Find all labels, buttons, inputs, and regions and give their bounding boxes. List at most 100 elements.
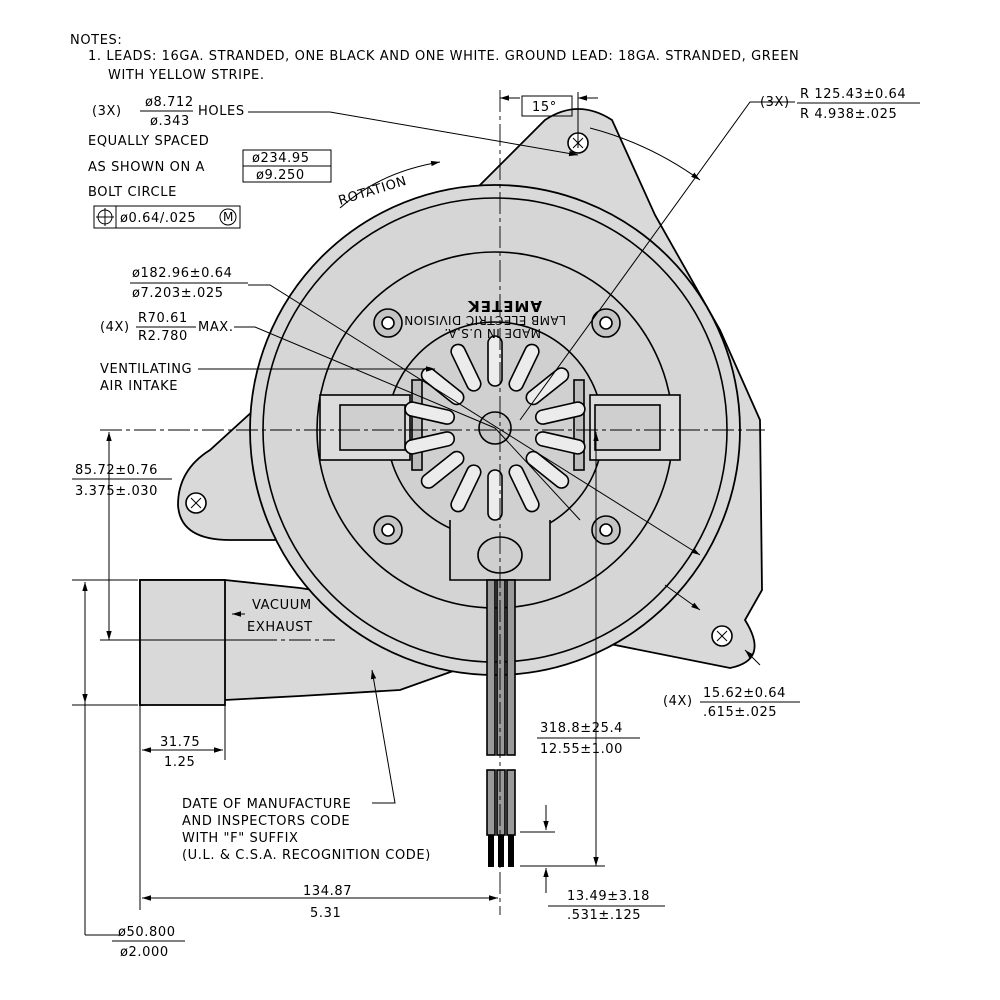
outlet-dia-mm: ø50.800 bbox=[118, 925, 176, 940]
overall-width-callout: 134.87 5.31 bbox=[303, 884, 352, 921]
holes-word: HOLES bbox=[198, 104, 245, 119]
vent-slot bbox=[450, 343, 482, 392]
outlet-dia-callout: ø50.800 ø2.000 bbox=[112, 925, 185, 960]
holes-callout: (3X) ø8.712 ø.343 HOLES EQUALLY SPACED A… bbox=[88, 95, 332, 229]
brush-holder-left bbox=[319, 379, 423, 471]
spacing-mm: 15.62±0.64 bbox=[703, 686, 786, 701]
holes-line-1: EQUALLY SPACED bbox=[88, 134, 209, 149]
lead-length-callout: 318.8±25.4 12.55±1.00 bbox=[537, 721, 640, 757]
lead-length-in: 12.55±1.00 bbox=[540, 742, 623, 757]
angle-callout: 15° bbox=[521, 95, 573, 117]
brand-marking: AMETEK LAMB ELECTRIC DIVISION MADE IN U.… bbox=[404, 297, 566, 340]
mounting-hole-icon bbox=[711, 625, 733, 647]
brush-holder-right bbox=[573, 379, 681, 471]
height-callout: 85.72±0.76 3.375±.030 bbox=[72, 463, 172, 499]
inner-radius-mm: R70.61 bbox=[138, 311, 188, 326]
spacing-qty: (4X) bbox=[663, 694, 693, 709]
holes-qty: (3X) bbox=[92, 104, 122, 119]
lead-wires bbox=[486, 579, 516, 867]
vent-slot bbox=[508, 343, 540, 392]
brand-line-1: LAMB ELECTRIC DIVISION bbox=[404, 313, 566, 327]
date-note-line-2: AND INSPECTORS CODE bbox=[182, 814, 350, 829]
overall-width-in: 5.31 bbox=[310, 906, 341, 921]
exhaust-line-2: EXHAUST bbox=[247, 620, 313, 635]
center-lines bbox=[100, 90, 765, 915]
spacing-in: .615±.025 bbox=[703, 705, 777, 720]
inner-radius-qty: (4X) bbox=[100, 320, 130, 335]
inner-radius-suffix: MAX. bbox=[198, 320, 234, 335]
exhaust-outlet bbox=[139, 579, 226, 706]
screw-icon bbox=[591, 515, 621, 545]
vent-slot bbox=[404, 401, 456, 425]
screw-icon bbox=[591, 308, 621, 338]
exhaust-callout: VACUUM EXHAUST bbox=[247, 598, 313, 635]
vent-slot bbox=[508, 464, 540, 513]
vent-slot bbox=[487, 335, 503, 387]
position-tolerance: ø0.64/.025 bbox=[120, 211, 196, 226]
body-dia-in: ø7.203±.025 bbox=[132, 286, 224, 301]
note-1-line-2: WITH YELLOW STRIPE. bbox=[108, 68, 265, 83]
outer-radius-in: R 4.938±.025 bbox=[800, 107, 897, 122]
mmc-modifier: M bbox=[223, 210, 234, 224]
date-note-line-1: DATE OF MANUFACTURE bbox=[182, 797, 351, 812]
exhaust-line-1: VACUUM bbox=[252, 598, 312, 613]
ventilating-line-1: VENTILATING bbox=[100, 362, 192, 377]
rotation-label: ROTATION bbox=[337, 174, 409, 209]
screw-icon bbox=[373, 515, 403, 545]
vent-slots bbox=[404, 335, 586, 521]
vent-slot bbox=[420, 450, 465, 489]
lead-length-mm: 318.8±25.4 bbox=[540, 721, 623, 736]
strip-length-mm: 13.49±3.18 bbox=[567, 889, 650, 904]
date-note-line-3: WITH "F" SUFFIX bbox=[182, 831, 299, 846]
position-tolerance-frame bbox=[93, 205, 241, 229]
angle-value: 15° bbox=[532, 100, 557, 115]
vent-slot bbox=[525, 367, 570, 406]
note-1-line-1: 1. LEADS: 16GA. STRANDED, ONE BLACK AND … bbox=[88, 49, 799, 64]
height-in: 3.375±.030 bbox=[75, 484, 158, 499]
brand-line-2: MADE IN U.S.A. bbox=[444, 326, 541, 340]
mounting-hole-icon bbox=[185, 492, 207, 514]
bolt-circle-in: ø9.250 bbox=[256, 168, 305, 183]
exhaust-length-in: 1.25 bbox=[164, 755, 195, 770]
inner-radius-in: R2.780 bbox=[138, 329, 188, 344]
notes-heading: NOTES: bbox=[70, 33, 122, 48]
notes-block: NOTES: 1. LEADS: 16GA. STRANDED, ONE BLA… bbox=[70, 33, 799, 83]
vent-slot bbox=[404, 431, 456, 455]
inner-radius-callout: (4X) R70.61 R2.780 MAX. bbox=[100, 311, 234, 344]
mmc-symbol-icon bbox=[219, 208, 237, 226]
outer-radius-callout: (3X) R 125.43±0.64 R 4.938±.025 bbox=[760, 87, 920, 122]
holes-line-3: BOLT CIRCLE bbox=[88, 185, 177, 200]
exhaust-length-callout: 31.75 1.25 bbox=[160, 735, 200, 770]
ventilating-line-2: AIR INTAKE bbox=[100, 379, 178, 394]
vent-slot bbox=[487, 469, 503, 521]
strip-length-callout: 13.49±3.18 .531±.125 bbox=[548, 889, 665, 923]
holes-dia-in: ø.343 bbox=[150, 114, 190, 129]
outer-radius-qty: (3X) bbox=[760, 95, 790, 110]
vent-slot bbox=[420, 367, 465, 406]
body-dia-mm: ø182.96±0.64 bbox=[132, 266, 232, 281]
holes-line-2: AS SHOWN ON A bbox=[88, 160, 205, 175]
screw-icon bbox=[373, 308, 403, 338]
overall-width-mm: 134.87 bbox=[303, 884, 352, 899]
screws bbox=[373, 308, 621, 545]
vent-slot bbox=[534, 401, 586, 425]
blower-housing bbox=[139, 108, 763, 867]
holes-dia-mm: ø8.712 bbox=[145, 95, 194, 110]
body-dia-callout: ø182.96±0.64 ø7.203±.025 bbox=[130, 266, 248, 301]
bolt-circle-mm: ø234.95 bbox=[252, 151, 310, 166]
ventilating-callout: VENTILATING AIR INTAKE bbox=[100, 362, 192, 394]
spacing-callout: (4X) 15.62±0.64 .615±.025 bbox=[663, 686, 800, 720]
exhaust-length-mm: 31.75 bbox=[160, 735, 200, 750]
vent-slot bbox=[534, 431, 586, 455]
brand-name: AMETEK bbox=[467, 297, 542, 315]
date-note-line-4: (U.L. & C.S.A. RECOGNITION CODE) bbox=[182, 848, 431, 863]
outlet-dia-in: ø2.000 bbox=[120, 945, 169, 960]
strip-length-in: .531±.125 bbox=[567, 908, 641, 923]
vent-slot bbox=[525, 450, 570, 489]
vent-slot bbox=[450, 464, 482, 513]
outer-radius-mm: R 125.43±0.64 bbox=[800, 87, 906, 102]
height-mm: 85.72±0.76 bbox=[75, 463, 158, 478]
date-note: DATE OF MANUFACTURE AND INSPECTORS CODE … bbox=[182, 797, 431, 863]
